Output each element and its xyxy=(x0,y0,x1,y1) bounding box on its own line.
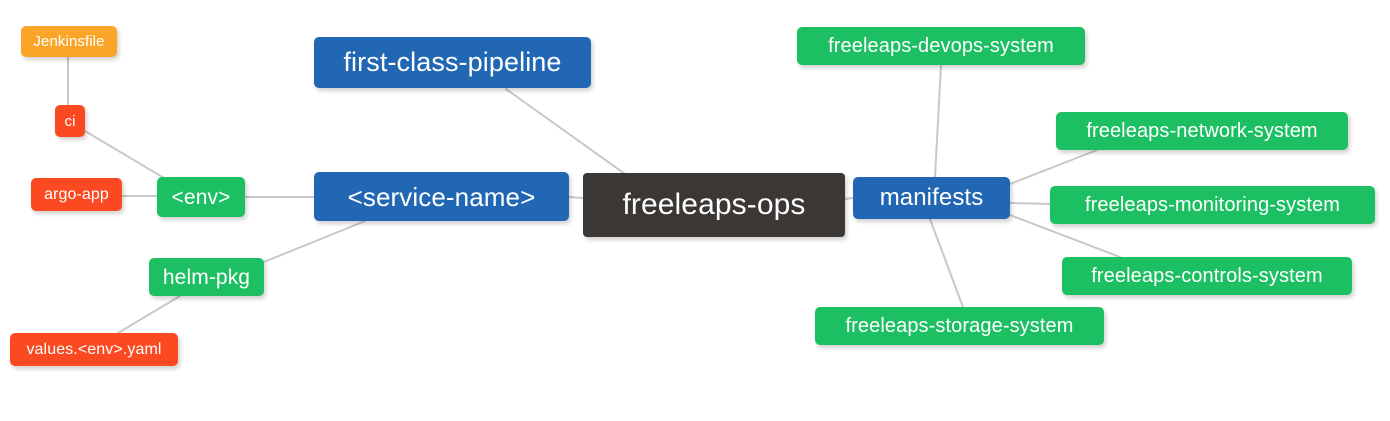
node-label-first-class-pipeline: first-class-pipeline xyxy=(343,47,562,77)
edge-env-to-ci xyxy=(84,130,165,179)
node-label-manifests: manifests xyxy=(879,184,984,211)
node-ci[interactable]: ci xyxy=(55,105,85,137)
edge-manifests-to-freeleaps-storage-system xyxy=(929,218,964,308)
edge-freeleaps-ops-to-manifests xyxy=(844,197,854,200)
edge-freeleaps-ops-to-first-class-pipeline xyxy=(505,88,626,175)
node-label-freeleaps-storage-system: freeleaps-storage-system xyxy=(845,315,1074,337)
node-label-helm-pkg: helm-pkg xyxy=(162,265,251,289)
node-freeleaps-monitoring-system[interactable]: freeleaps-monitoring-system xyxy=(1050,186,1375,224)
edge-manifests-to-freeleaps-controls-system xyxy=(1009,214,1121,258)
node-label-service-name: <service-name> xyxy=(347,181,536,212)
node-first-class-pipeline[interactable]: first-class-pipeline xyxy=(314,37,591,88)
node-Jenkinsfile[interactable]: Jenkinsfile xyxy=(21,26,117,57)
node-label-freeleaps-monitoring-system: freeleaps-monitoring-system xyxy=(1084,194,1340,216)
node-freeleaps-devops-system[interactable]: freeleaps-devops-system xyxy=(797,27,1085,65)
node-label-values-env-yaml: values.<env>.yaml xyxy=(26,340,162,358)
edge-freeleaps-ops-to-service-name xyxy=(568,196,584,199)
node-service-name[interactable]: <service-name> xyxy=(314,172,569,221)
node-values-env-yaml[interactable]: values.<env>.yaml xyxy=(10,333,178,366)
edge-manifests-to-freeleaps-monitoring-system xyxy=(1009,202,1051,205)
node-freeleaps-controls-system[interactable]: freeleaps-controls-system xyxy=(1062,257,1352,295)
edge-service-name-to-helm-pkg xyxy=(263,220,366,263)
edge-manifests-to-freeleaps-network-system xyxy=(1009,149,1098,185)
node-label-ci: ci xyxy=(64,112,76,130)
node-label-freeleaps-devops-system: freeleaps-devops-system xyxy=(828,35,1054,57)
node-label-freeleaps-controls-system: freeleaps-controls-system xyxy=(1091,265,1323,287)
node-label-argo-app: argo-app xyxy=(44,185,109,203)
node-freeleaps-ops[interactable]: freeleaps-ops xyxy=(583,173,845,237)
edge-helm-pkg-to-values-env-yaml xyxy=(117,295,181,334)
node-label-freeleaps-network-system: freeleaps-network-system xyxy=(1086,120,1318,142)
node-manifests[interactable]: manifests xyxy=(853,177,1010,219)
edge-manifests-to-freeleaps-devops-system xyxy=(934,64,942,178)
node-env[interactable]: <env> xyxy=(157,177,245,217)
node-label-Jenkinsfile: Jenkinsfile xyxy=(33,33,105,50)
node-argo-app[interactable]: argo-app xyxy=(31,178,122,211)
node-label-freeleaps-ops: freeleaps-ops xyxy=(622,188,806,221)
node-label-env: <env> xyxy=(171,185,231,209)
node-freeleaps-network-system[interactable]: freeleaps-network-system xyxy=(1056,112,1348,150)
node-helm-pkg[interactable]: helm-pkg xyxy=(149,258,264,296)
node-freeleaps-storage-system[interactable]: freeleaps-storage-system xyxy=(815,307,1104,345)
